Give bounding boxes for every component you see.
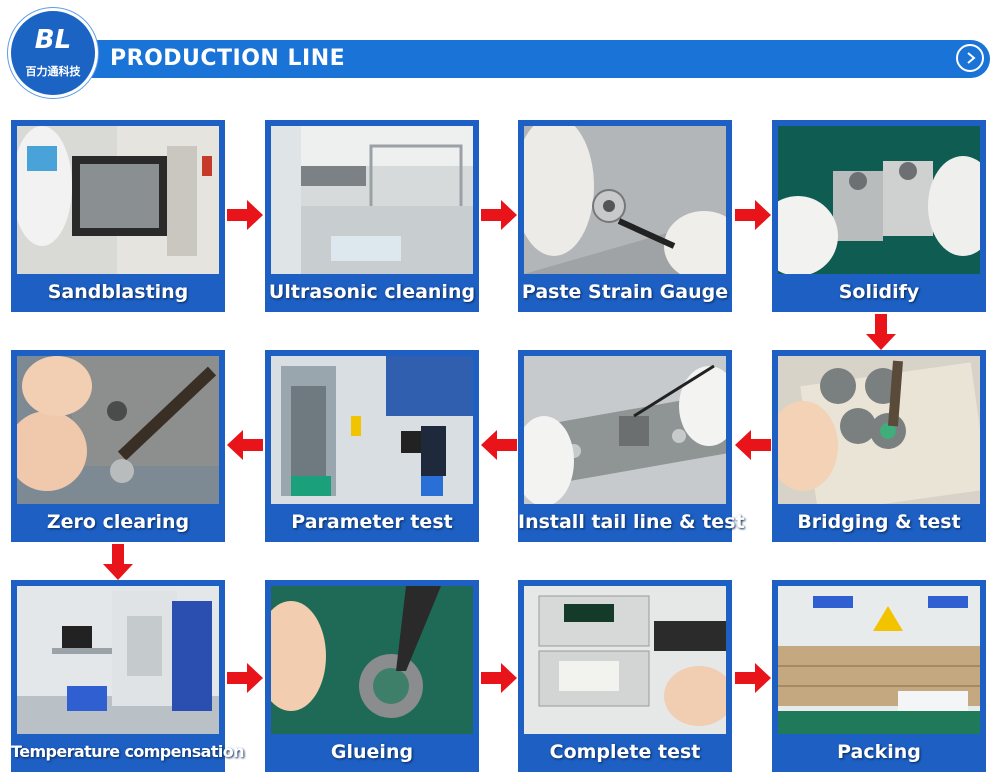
photo-glueing — [271, 586, 473, 734]
step-label: Parameter test — [291, 511, 453, 533]
photo-bridging-test — [778, 356, 980, 504]
arrow-right-icon — [227, 200, 263, 230]
photo-packing — [778, 586, 980, 734]
step-card-zero-clearing: Zero clearing — [11, 350, 225, 542]
step-label: Zero clearing — [46, 511, 190, 533]
photo-solidify — [778, 126, 980, 274]
step-label: Packing — [837, 741, 921, 763]
step-card-temperature-compensation: Temperature compensation — [11, 580, 245, 772]
arrow-left-icon — [735, 430, 771, 460]
photo-ultrasonic-cleaning — [271, 126, 473, 274]
photo-temperature-compensation — [17, 586, 219, 734]
step-label: Paste Strain Gauge — [521, 281, 729, 303]
logo-text: 百力通科技 — [25, 65, 81, 78]
step-card-packing: Packing — [772, 580, 986, 772]
photo-zero-clearing — [17, 356, 219, 504]
arrow-right-icon — [227, 663, 263, 693]
company-logo: BL 百力通科技 — [8, 8, 98, 98]
step-card-sandblasting: Sandblasting — [11, 120, 225, 312]
step-card-install-tail-line-test: Install tail line & test — [518, 350, 745, 542]
step-label: Sandblasting — [47, 281, 189, 303]
photo-install-tail-line-test — [524, 356, 726, 504]
step-card-complete-test: Complete test — [518, 580, 732, 772]
step-label: Temperature compensation — [11, 742, 245, 761]
photo-parameter-test — [271, 356, 473, 504]
step-label: Solidify — [838, 281, 920, 303]
header-bar — [88, 40, 990, 78]
play-button[interactable] — [956, 44, 984, 72]
step-label: Complete test — [549, 741, 701, 763]
step-label: Bridging & test — [797, 511, 961, 533]
arrow-right-icon — [735, 663, 771, 693]
photo-sandblasting — [17, 126, 219, 274]
arrow-right-icon — [481, 200, 517, 230]
photo-complete-test — [524, 586, 726, 734]
logo-mark: BL — [34, 25, 72, 55]
step-card-glueing: Glueing — [265, 580, 479, 772]
step-card-solidify: Solidify — [772, 120, 986, 312]
arrow-left-icon — [227, 430, 263, 460]
step-card-bridging-test: Bridging & test — [772, 350, 986, 542]
play-circle-icon — [967, 52, 976, 64]
photo-paste-strain-gauge — [524, 126, 726, 274]
step-card-ultrasonic-cleaning: Ultrasonic cleaning — [265, 120, 479, 312]
arrow-right-icon — [481, 663, 517, 693]
step-label: Ultrasonic cleaning — [268, 281, 476, 303]
arrow-right-icon — [735, 200, 771, 230]
arrow-down-icon — [103, 544, 133, 580]
step-label: Install tail line & test — [518, 511, 745, 533]
step-card-parameter-test: Parameter test — [265, 350, 479, 542]
step-label: Glueing — [330, 741, 414, 763]
arrow-left-icon — [481, 430, 517, 460]
arrow-down-icon — [866, 314, 896, 350]
page-title: PRODUCTION LINE — [110, 46, 346, 71]
step-card-paste-strain-gauge: Paste Strain Gauge — [518, 120, 732, 312]
